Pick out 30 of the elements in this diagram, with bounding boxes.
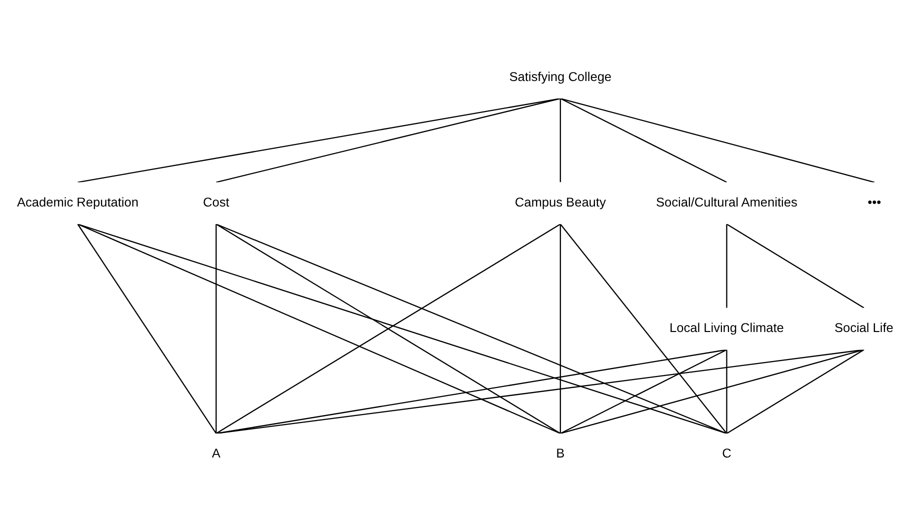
node-text: A [212, 445, 220, 460]
connector [726, 223, 864, 308]
node-text: Satisfying College [509, 68, 612, 84]
node-text: Campus Beauty [514, 194, 606, 209]
connector [216, 224, 217, 433]
connector [560, 348, 864, 434]
node-text: Academic Reputation [16, 194, 138, 209]
connector [560, 97, 875, 182]
connector [216, 223, 727, 434]
connector [216, 97, 561, 182]
connector [726, 348, 864, 434]
connector [78, 223, 561, 434]
node-text: Cost [202, 194, 230, 209]
connector [560, 348, 727, 434]
connector [560, 98, 561, 182]
node-text: Local Living Climate [670, 320, 784, 335]
connector [77, 223, 217, 434]
connector [560, 98, 727, 182]
node-text: ••• [868, 194, 882, 209]
connector [78, 223, 727, 434]
node-text: C [722, 445, 732, 460]
node-text: Social/Cultural Amenities [656, 194, 798, 209]
node-text: Social Life [834, 320, 894, 335]
connector [560, 224, 561, 433]
connector [78, 97, 560, 182]
node-text: B [556, 445, 565, 460]
connector [726, 224, 728, 308]
connector [726, 349, 728, 433]
connector [216, 223, 561, 434]
connector [560, 223, 728, 434]
